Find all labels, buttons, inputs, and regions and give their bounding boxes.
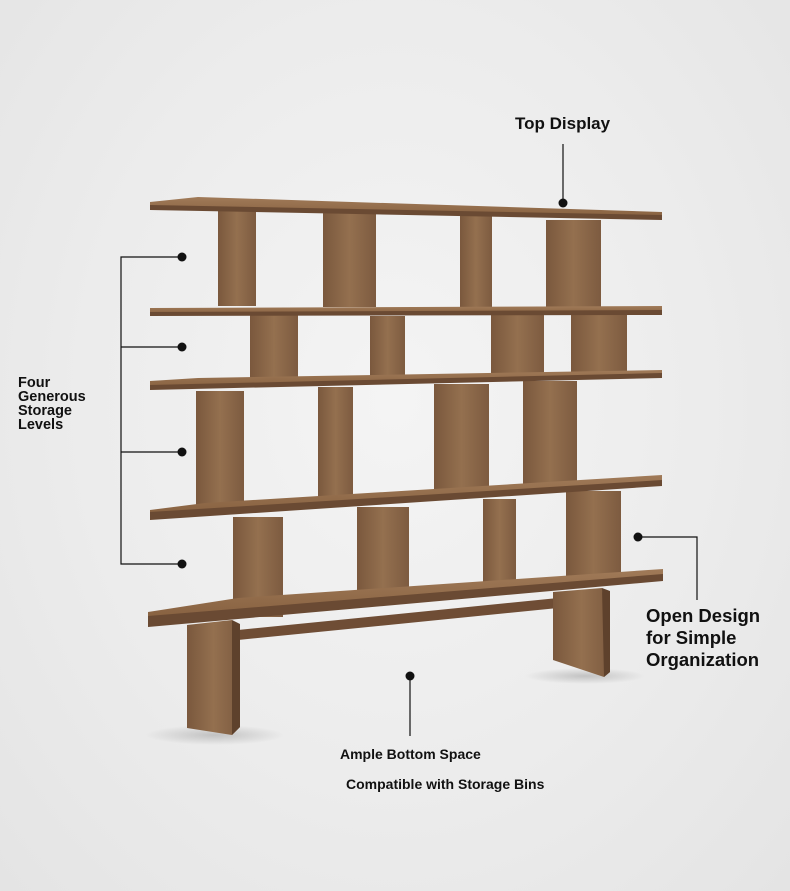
four-levels-line-2: Generous bbox=[18, 389, 86, 405]
dividers-row-1 bbox=[218, 208, 601, 308]
shelf-board-2 bbox=[150, 306, 662, 316]
compatible-bins-label: Compatible with Storage Bins bbox=[346, 776, 545, 792]
bottom-back-rail bbox=[238, 598, 558, 640]
floor-shadow-left bbox=[145, 725, 285, 745]
four-levels-line-4: Levels bbox=[18, 417, 64, 433]
dividers-row-3 bbox=[196, 381, 577, 509]
shelf-board-5 bbox=[148, 569, 663, 627]
ample-bottom-label: Ample Bottom Space bbox=[340, 746, 481, 762]
floor-shadow-right bbox=[525, 668, 645, 684]
four-levels-label: Four Generous Storage Levels bbox=[18, 375, 108, 433]
shelf-board-1 bbox=[150, 197, 662, 220]
shelf-board-4 bbox=[150, 475, 662, 520]
open-design-label: Open Design for Simple Organization bbox=[646, 605, 786, 671]
callout-dots bbox=[177, 198, 643, 681]
four-levels-line-3: Storage bbox=[18, 403, 72, 419]
top-display-label: Top Display bbox=[515, 114, 611, 133]
open-design-line-3: Organization bbox=[646, 649, 760, 670]
open-design-line-2: for Simple bbox=[646, 627, 737, 648]
shelf-board-3 bbox=[150, 370, 662, 390]
open-design-line-1: Open Design bbox=[646, 605, 761, 626]
legs bbox=[187, 588, 610, 735]
callout-lines bbox=[120, 144, 698, 736]
four-levels-line-1: Four bbox=[18, 375, 51, 391]
dividers-row-2 bbox=[250, 315, 627, 381]
